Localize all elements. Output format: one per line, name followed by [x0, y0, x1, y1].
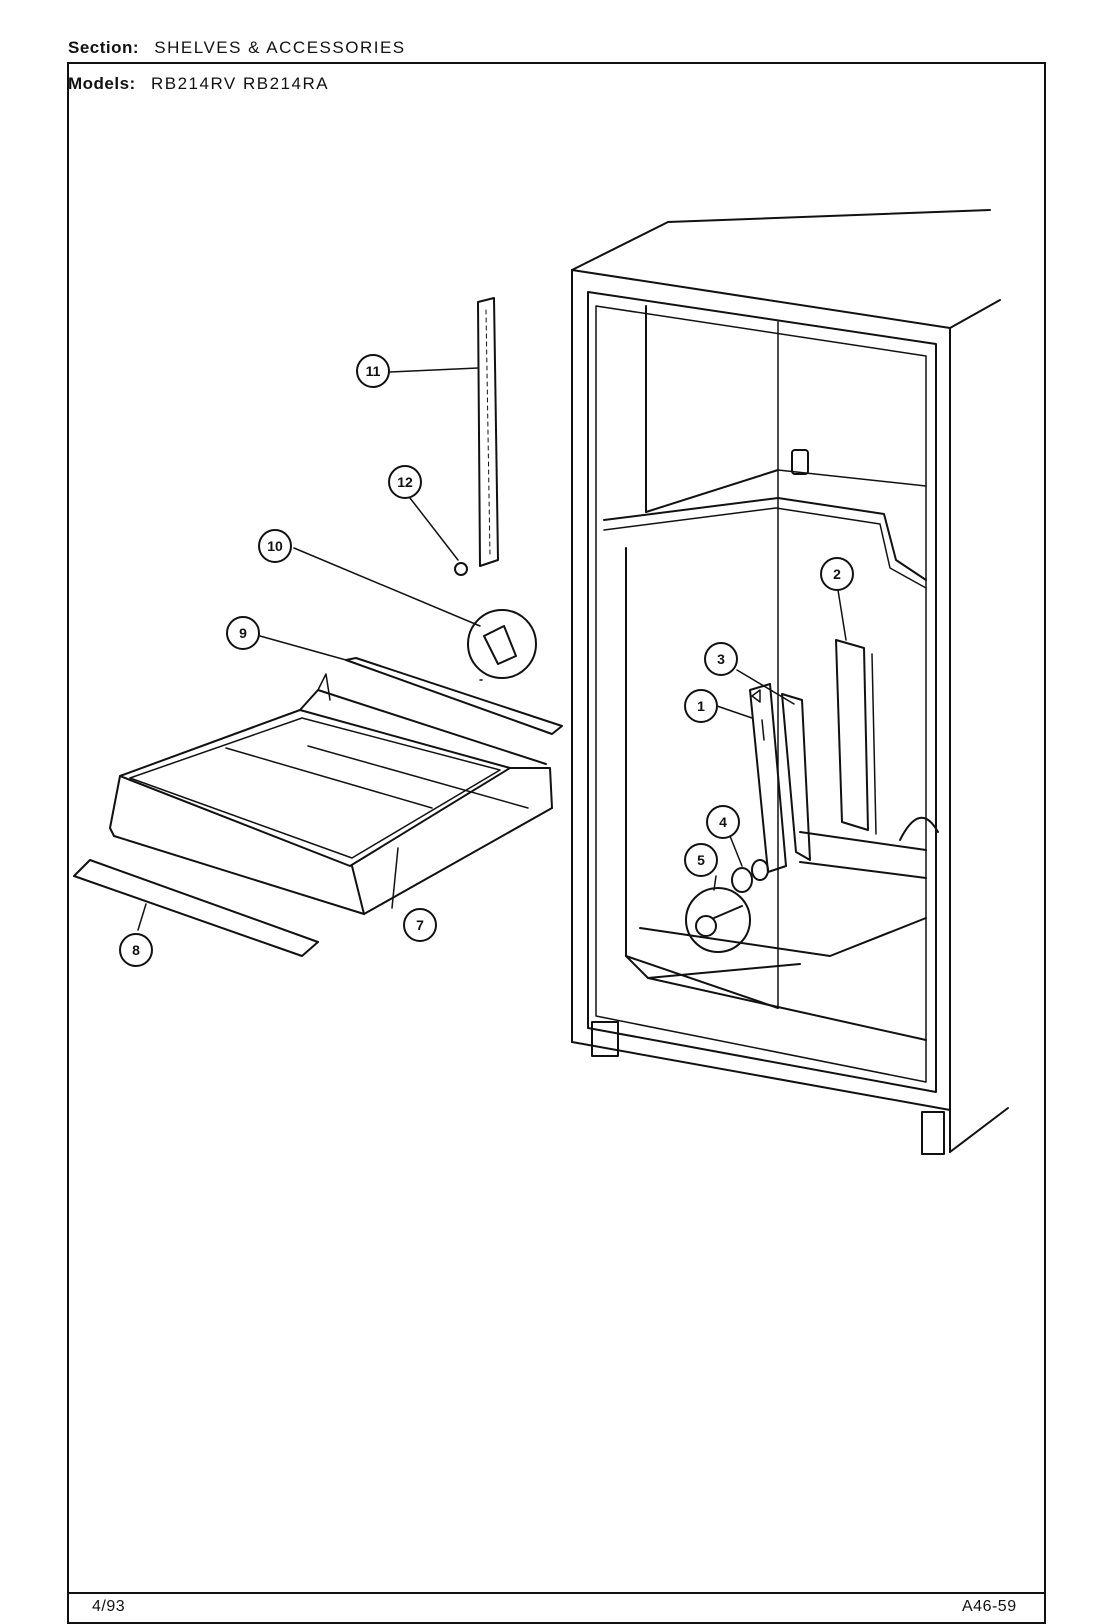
- callout-12-label: 12: [397, 474, 413, 490]
- part-12-clip: [454, 562, 468, 576]
- leader-lines: [137, 367, 847, 931]
- callout-11-label: 11: [366, 363, 381, 379]
- section-value: SHELVES & ACCESSORIES: [154, 38, 406, 57]
- callout-5-label: 5: [697, 852, 705, 868]
- part-9-trim: [345, 657, 563, 735]
- part-1-bracket: [749, 683, 787, 873]
- callout-10: 10: [258, 529, 292, 563]
- refrigerator-cabinet: [571, 209, 1009, 1155]
- part-10-detail: [467, 609, 537, 679]
- section-heading: Section: SHELVES & ACCESSORIES: [68, 38, 406, 58]
- callout-8-label: 8: [132, 942, 140, 958]
- section-label: Section:: [68, 38, 140, 57]
- callout-9-label: 9: [239, 625, 247, 641]
- callout-3: 3: [704, 642, 738, 676]
- part-11-rail: [477, 297, 499, 567]
- models-label: Models:: [68, 74, 136, 93]
- callout-10-label: 10: [267, 538, 283, 554]
- callout-8: 8: [119, 933, 153, 967]
- footer-rule: [67, 1592, 1046, 1594]
- footer-code: A46-59: [962, 1598, 1017, 1615]
- part-5-screw: [685, 887, 751, 953]
- callout-9: 9: [226, 616, 260, 650]
- part-3-bracket: [781, 693, 811, 861]
- callout-11: 11: [356, 354, 390, 388]
- callout-1-label: 1: [697, 698, 705, 714]
- part-8-trim: [73, 859, 319, 957]
- part-2-bracket: [835, 639, 877, 835]
- callout-7: 7: [403, 908, 437, 942]
- callout-12: 12: [388, 465, 422, 499]
- models-heading: Models: RB214RV RB214RA: [68, 74, 329, 94]
- parts-diagram: 1 2 3 4 5 7 8 9 10 11 12: [73, 209, 1009, 1155]
- callout-4-label: 4: [719, 814, 727, 830]
- callout-4: 4: [706, 805, 740, 839]
- callout-2-label: 2: [833, 566, 841, 582]
- callout-2: 2: [820, 557, 854, 591]
- callout-7-label: 7: [416, 917, 424, 933]
- footer-date: 4/93: [92, 1598, 126, 1615]
- models-value: RB214RV RB214RA: [150, 74, 330, 93]
- callout-5: 5: [684, 843, 718, 877]
- part-7-shelf: [109, 673, 553, 915]
- callout-1: 1: [684, 689, 718, 723]
- callout-3-label: 3: [717, 651, 725, 667]
- part-4-spacer: [731, 859, 769, 893]
